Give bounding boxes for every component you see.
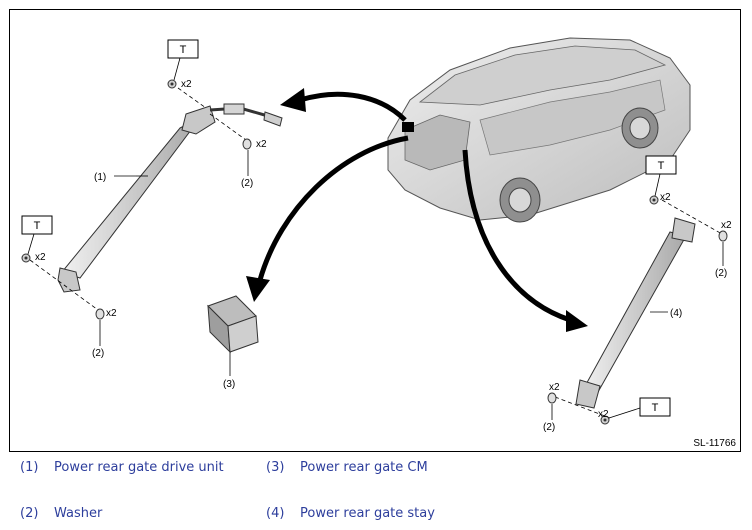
legend-item-2: (2) Washer (20, 506, 102, 521)
leader-lines (99, 150, 724, 420)
torque-mark-box: T (639, 397, 671, 417)
quantity-label: x2 (35, 252, 46, 263)
torque-mark-box: T (167, 39, 199, 59)
callout-part-1: (1) (94, 172, 106, 183)
control-module-illustration (207, 295, 259, 354)
quantity-label: x2 (181, 79, 192, 90)
callout-part-2: (2) (92, 348, 104, 359)
svg-text:T: T (658, 160, 665, 172)
washer-icon (95, 138, 728, 404)
figure-id: SL-11766 (693, 438, 736, 449)
legend-number: (3) (266, 460, 285, 475)
legend-number: (2) (20, 506, 39, 521)
drive-unit-illustration (57, 103, 283, 293)
alignment-lines (29, 87, 723, 419)
torque-mark-box: T (21, 215, 53, 235)
callout-part-2: (2) (715, 268, 727, 279)
legend-number: (1) (20, 460, 39, 475)
quantity-label: x2 (598, 409, 609, 420)
quantity-label: x2 (106, 308, 117, 319)
svg-text:T: T (652, 402, 659, 414)
legend-label: Power rear gate drive unit (54, 460, 224, 475)
svg-text:T: T (34, 220, 41, 232)
torque-mark-box: T (645, 155, 677, 175)
callout-part-2: (2) (543, 422, 555, 433)
gate-stay-illustration (575, 217, 696, 409)
legend-item-3: (3) Power rear gate CM (266, 460, 428, 475)
legend-item-1: (1) Power rear gate drive unit (20, 460, 224, 475)
bolt-icon (21, 79, 659, 425)
legend-item-4: (4) Power rear gate stay (266, 506, 435, 521)
quantity-label: x2 (660, 192, 671, 203)
callout-part-4: (4) (670, 308, 682, 319)
location-arrows (246, 88, 588, 332)
exploded-view-diagram: T T T T x2 x2 x2 x2 x2 x2 x2 x2 (1) (2) … (9, 9, 741, 452)
svg-text:T: T (180, 44, 187, 56)
legend-label: Washer (54, 506, 103, 521)
torque-leaders (27, 57, 661, 419)
callout-part-3: (3) (223, 379, 235, 390)
quantity-label: x2 (721, 220, 732, 231)
legend-number: (4) (266, 506, 285, 521)
legend-label: Power rear gate CM (300, 460, 428, 475)
quantity-label: x2 (256, 139, 267, 150)
quantity-label: x2 (549, 382, 560, 393)
vehicle-illustration (387, 37, 691, 223)
callout-part-2: (2) (241, 178, 253, 189)
legend-label: Power rear gate stay (300, 506, 435, 521)
